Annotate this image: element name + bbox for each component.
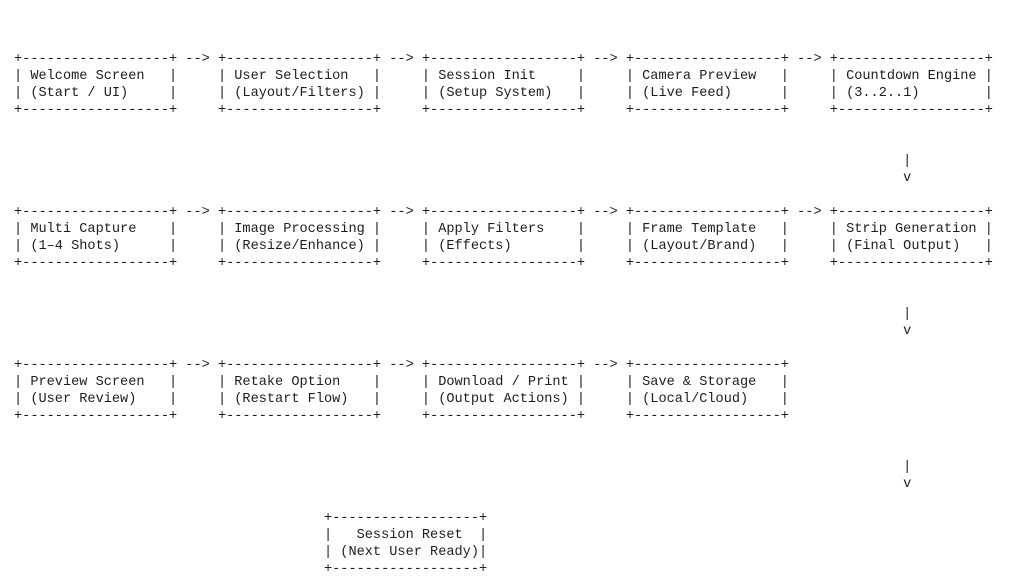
session-reset-title: | Session Reset | — [14, 528, 488, 543]
diagram-line-row3-top-border: +------------------+ --> +--------------… — [14, 358, 789, 373]
connector-down-stem: | — [14, 307, 912, 322]
session-reset-subtitle: | (Next User Ready)| — [14, 545, 488, 560]
diagram-line-row2-top-border: +------------------+ --> +--------------… — [14, 205, 993, 220]
diagram-line-row1-bottom-border: +------------------+ +------------------… — [14, 103, 993, 118]
connector-down-arrow: v — [14, 171, 912, 186]
session-reset-bottom-border: +------------------+ — [14, 562, 488, 577]
connector-down-stem: | — [14, 154, 912, 169]
diagram-line-row2-titles: | Multi Capture | | Image Processing | |… — [14, 222, 993, 237]
diagram-line-row1-top-border: +------------------+ --> +--------------… — [14, 52, 993, 67]
session-reset-top-border: +------------------+ — [14, 511, 488, 526]
connector-down-arrow: v — [14, 324, 912, 339]
diagram-line-row2-bottom-border: +------------------+ +------------------… — [14, 256, 993, 271]
ascii-flow-diagram: +------------------+ --> +--------------… — [14, 52, 993, 577]
diagram-line-row3-bottom-border: +------------------+ +------------------… — [14, 409, 789, 424]
diagram-line-row1-titles: | Welcome Screen | | User Selection | | … — [14, 69, 993, 84]
diagram-line-row2-subtitles: | (1–4 Shots) | | (Resize/Enhance) | | (… — [14, 239, 993, 254]
connector-down-arrow: v — [14, 477, 912, 492]
diagram-line-row3-subtitles: | (User Review) | | (Restart Flow) | | (… — [14, 392, 789, 407]
diagram-line-row3-titles: | Preview Screen | | Retake Option | | D… — [14, 375, 789, 390]
connector-down-stem: | — [14, 460, 912, 475]
diagram-line-row1-subtitles: | (Start / UI) | | (Layout/Filters) | | … — [14, 86, 993, 101]
